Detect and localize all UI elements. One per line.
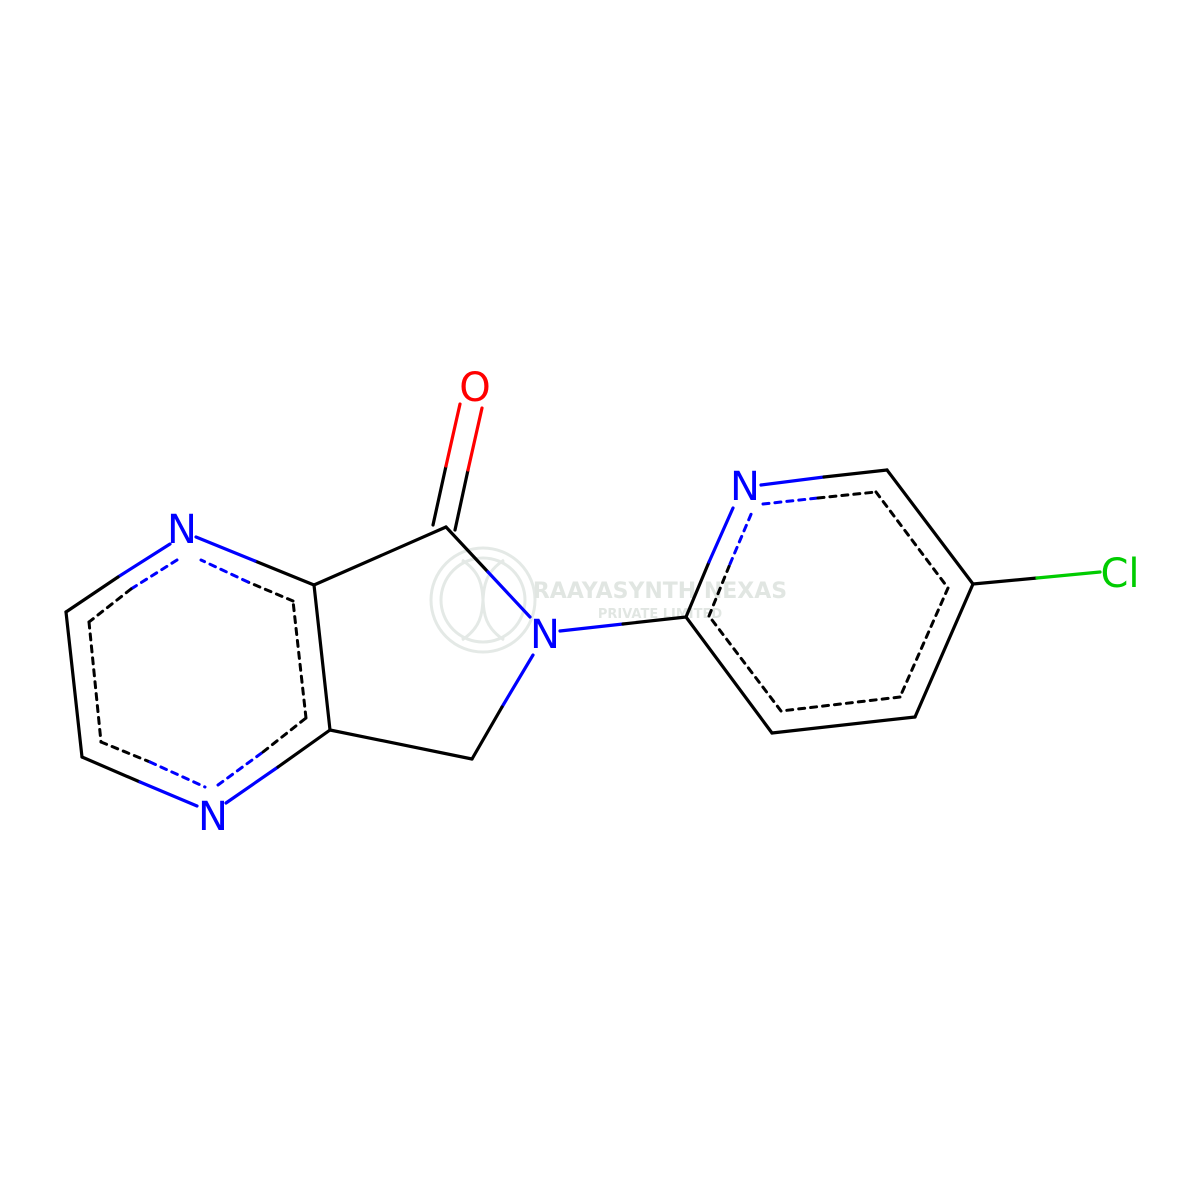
atom-label-n-pyrazine-top: N — [167, 507, 197, 553]
atom-labels: N N O N N Cl — [167, 365, 1139, 840]
bond-npyr-c — [822, 468, 889, 479]
aromatic-bond — [261, 716, 308, 754]
aromatic-bond — [761, 496, 820, 506]
bond-c-n4 — [138, 780, 199, 808]
bond-c-o-double — [431, 464, 448, 527]
aromatic-bond — [246, 580, 295, 603]
aromatic-bond — [199, 558, 250, 584]
bond-c-c — [64, 610, 84, 759]
aromatic-bond — [707, 614, 783, 713]
bond-c-npyr — [707, 506, 735, 564]
aromatic-bond — [87, 620, 103, 744]
bond-c-c — [913, 582, 975, 719]
aromatic-bond — [87, 587, 133, 624]
bond-n4-c — [276, 728, 332, 769]
bond-c-npyr — [684, 560, 711, 619]
aromatic-bond — [779, 695, 902, 713]
bond-n1-c — [116, 542, 172, 579]
bonds — [64, 402, 1102, 808]
bond-npyr-c — [759, 475, 826, 487]
aromatic-bond — [707, 562, 732, 618]
bond-c-c — [684, 615, 774, 735]
aromatic-bond — [291, 599, 308, 720]
aromatic-bond — [216, 750, 265, 787]
bond-carbonyl-n — [486, 570, 532, 619]
bond-c-c — [885, 468, 975, 586]
bond-n-pyridyl — [621, 615, 688, 626]
bond-c-n1 — [194, 535, 257, 563]
bond-ch2-c — [328, 728, 474, 761]
aromatic-bond — [816, 490, 878, 500]
bond-c-cl — [1035, 570, 1102, 580]
aromatic-bond — [99, 740, 152, 764]
bond-n-ch2 — [470, 705, 504, 761]
atom-label-n-pyrazine-bottom: N — [198, 794, 228, 840]
atom-label-o-carbonyl: O — [459, 365, 490, 411]
bond-c-cl — [971, 576, 1039, 586]
bond-c-o-double — [466, 406, 484, 472]
watermark-line2: PRIVATE LIMITED — [598, 607, 723, 622]
bond-n1-c — [64, 575, 120, 614]
atom-label-n-pyridine: N — [730, 464, 760, 510]
aromatic-bond — [874, 490, 950, 590]
atom-label-cl: Cl — [1100, 551, 1139, 597]
aromatic-bond — [728, 510, 754, 566]
bond-c-c — [770, 715, 917, 735]
bond-carbonyl-n — [444, 525, 490, 574]
bond-n-pyridyl — [558, 622, 625, 633]
bond-c-o-double — [444, 402, 462, 468]
bond-c-c-fused — [312, 583, 332, 732]
watermark-logo-icon — [429, 546, 537, 654]
bond-c-o-double — [453, 468, 470, 532]
watermark-line1: RAAYASYNTH NEXAS — [533, 579, 787, 604]
bond-c-n1 — [253, 559, 316, 587]
aromatic-bond — [129, 558, 179, 591]
bond-n4-c — [224, 765, 280, 805]
watermark: RAAYASYNTH NEXAS PRIVATE LIMITED — [429, 546, 787, 654]
bond-n-ch2 — [500, 653, 535, 709]
aromatic-bond — [898, 586, 950, 699]
bond-c-carbonyl — [312, 525, 448, 587]
atom-label-n-lactam: N — [530, 612, 560, 658]
bond-c-n4 — [80, 755, 142, 784]
aromatic-bond — [148, 760, 207, 789]
